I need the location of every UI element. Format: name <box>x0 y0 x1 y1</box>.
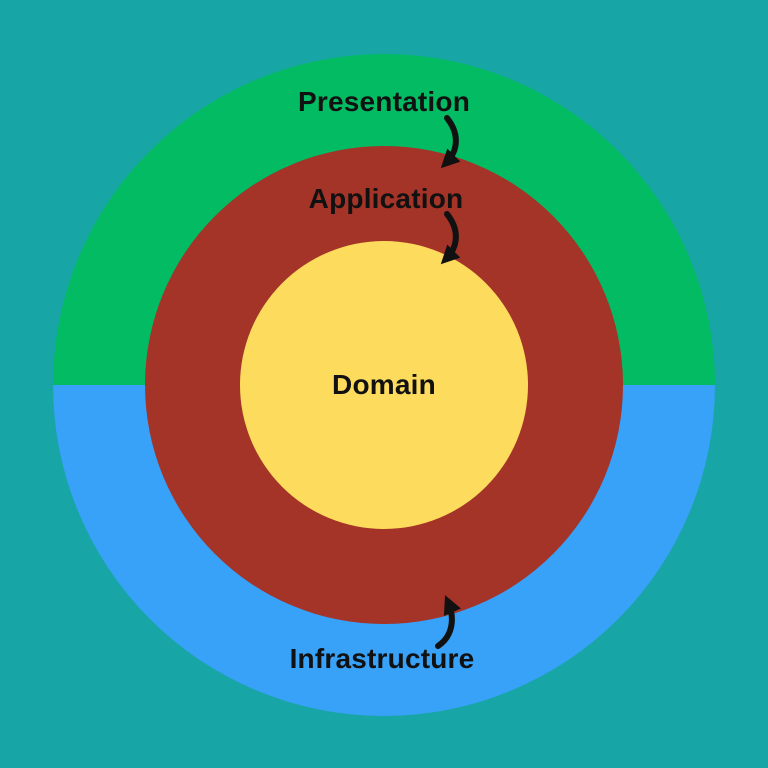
label-domain: Domain <box>332 369 436 400</box>
label-infrastructure: Infrastructure <box>289 643 475 674</box>
domain-circle <box>240 241 528 529</box>
label-presentation: Presentation <box>298 86 470 117</box>
label-application: Application <box>308 183 464 214</box>
